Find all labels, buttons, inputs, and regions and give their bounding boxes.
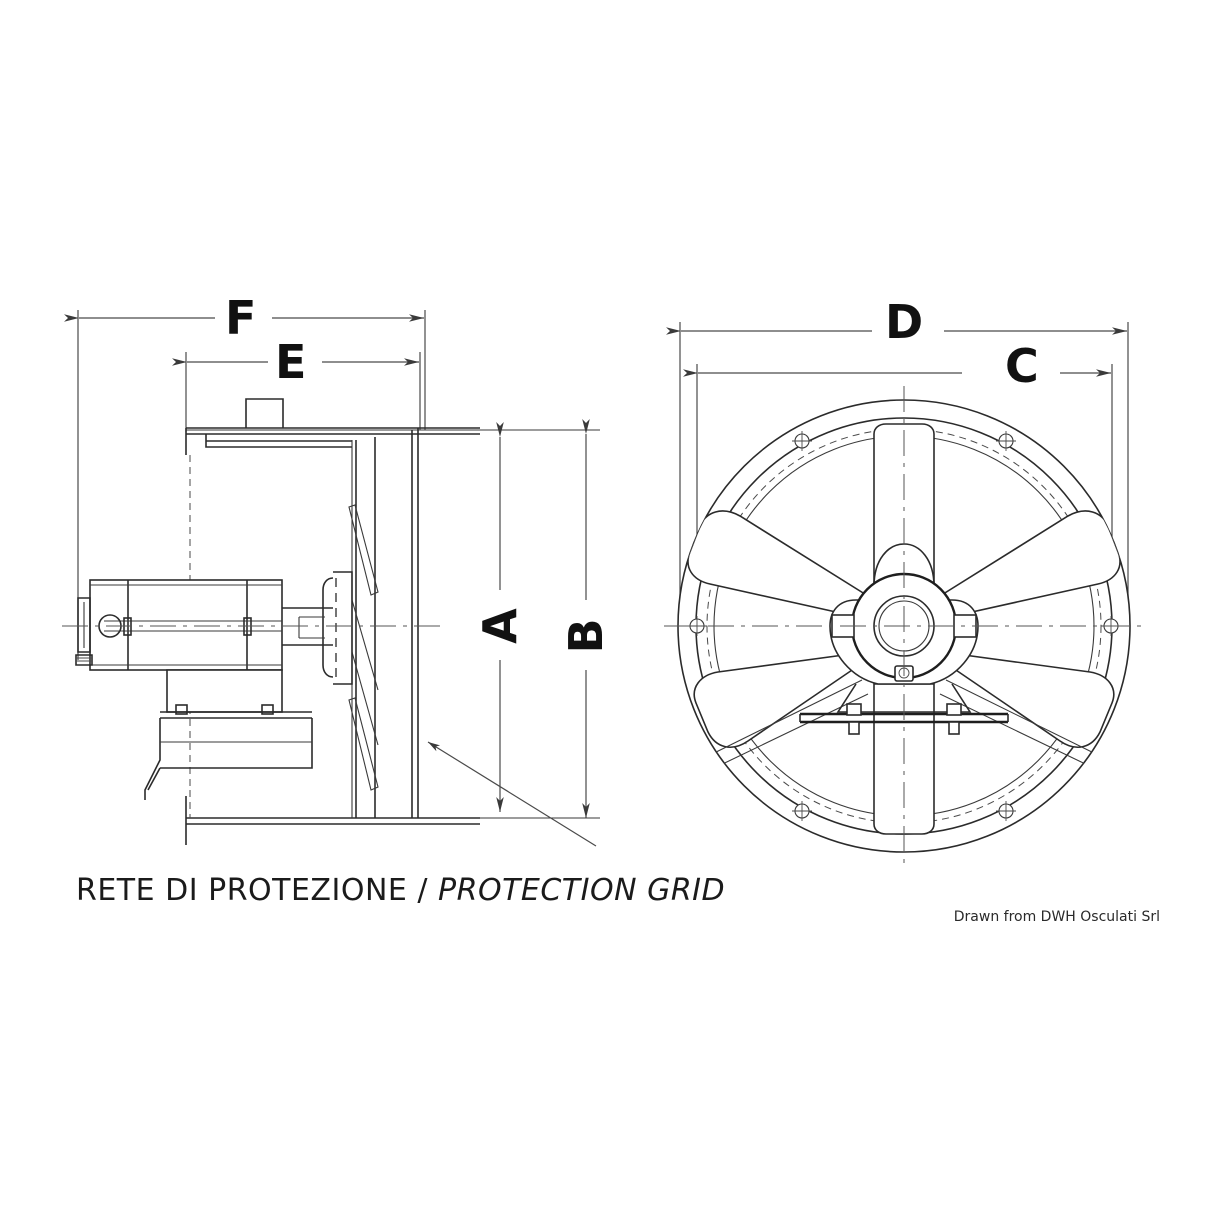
motor-rear-cowl bbox=[77, 597, 91, 653]
hub-barrel-outline bbox=[322, 577, 334, 678]
front-view: D C bbox=[664, 295, 1146, 866]
dimension-E: E bbox=[172, 335, 421, 432]
dimension-label-E: E bbox=[275, 335, 306, 389]
bracket-bolts bbox=[175, 704, 274, 715]
casing-top-lip-left bbox=[205, 434, 352, 448]
caption-separator: / bbox=[407, 873, 438, 908]
dimension-label-D: D bbox=[885, 295, 923, 349]
front-bolt-right-shank bbox=[948, 721, 960, 735]
hub-flange bbox=[333, 571, 353, 685]
bolt-hole bbox=[792, 801, 812, 821]
dimension-A: A bbox=[473, 422, 527, 812]
blade-mid-upper bbox=[351, 599, 379, 691]
bracket-plate-ends bbox=[799, 714, 1009, 722]
caption-english: PROTECTION GRID bbox=[438, 873, 725, 908]
bracket-left-taper bbox=[144, 718, 161, 800]
front-bolt-left-shank bbox=[848, 721, 860, 735]
dimension-label-A: A bbox=[473, 608, 527, 644]
front-view-centerlines bbox=[664, 386, 1146, 866]
caption-italian: RETE DI PROTEZIONE bbox=[76, 873, 407, 908]
motor-assembly bbox=[75, 579, 283, 671]
fan-blade-4 bbox=[940, 650, 1115, 749]
blade-mid-lower bbox=[351, 651, 379, 746]
bracket-body bbox=[160, 718, 313, 769]
grid-leader-line bbox=[427, 741, 597, 847]
motor-terminal-and-bracket bbox=[144, 669, 313, 818]
bolt-hole bbox=[996, 431, 1016, 451]
front-bracket-bolts bbox=[846, 703, 962, 735]
bracket-bottom-taper bbox=[147, 767, 161, 791]
drive-shaft bbox=[281, 607, 333, 646]
blade-upper-angled bbox=[348, 504, 379, 596]
front-bolt-left-head bbox=[846, 703, 862, 716]
side-view: F E A B bbox=[62, 291, 613, 847]
blade-lower-angled bbox=[348, 697, 379, 791]
dimension-B: B bbox=[559, 419, 613, 818]
front-bolt-right-head bbox=[946, 703, 962, 716]
terminal-box-top bbox=[245, 398, 284, 428]
bracket-bolt-right bbox=[261, 704, 274, 715]
attribution-text: Drawn from DWH Osculati Srl bbox=[954, 909, 1160, 925]
fan-blade-3 bbox=[693, 650, 868, 749]
dimension-F: F bbox=[64, 291, 426, 660]
caption-text: RETE DI PROTEZIONE / PROTECTION GRID bbox=[76, 873, 725, 908]
protection-grid-leader bbox=[427, 741, 597, 847]
bracket-bolt-left bbox=[175, 704, 188, 715]
bolt-hole bbox=[996, 801, 1016, 821]
dimension-label-C: C bbox=[1005, 339, 1039, 393]
motor-body bbox=[89, 579, 283, 671]
caption-block: RETE DI PROTEZIONE / PROTECTION GRID bbox=[76, 873, 725, 908]
motor-cowl-base bbox=[75, 654, 93, 666]
motor-cowl-fins bbox=[76, 657, 92, 662]
impeller-side-profile bbox=[322, 437, 379, 818]
dimension-D: D bbox=[666, 295, 1129, 640]
bolt-hole bbox=[792, 431, 812, 451]
dimension-label-B: B bbox=[559, 618, 613, 653]
dimension-label-F: F bbox=[225, 291, 256, 345]
